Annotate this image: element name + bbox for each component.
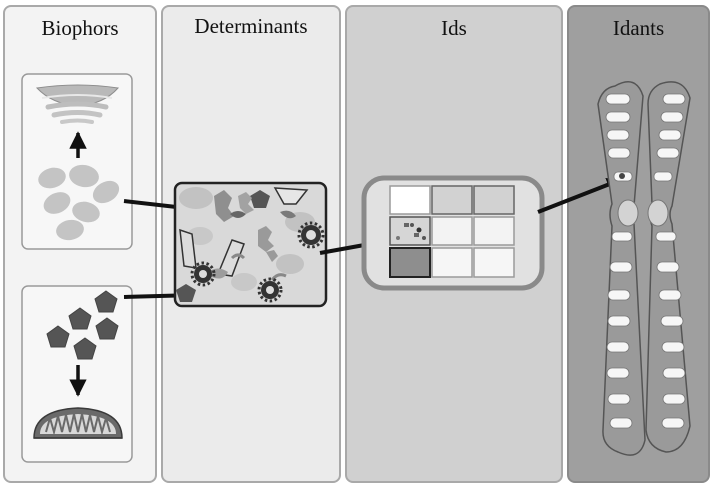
mini-determinants xyxy=(396,223,426,240)
mitochondrion-icon xyxy=(33,407,123,439)
chromosome-icon xyxy=(597,81,691,456)
arrow-ids-to-idants xyxy=(537,178,622,214)
gear-icon xyxy=(257,277,283,303)
column-title-biophors: Biophors xyxy=(41,16,119,40)
pentagon-cluster xyxy=(46,290,119,360)
gear-icon xyxy=(297,221,325,249)
column-title-idants: Idants xyxy=(612,16,665,40)
ids-grid xyxy=(389,185,515,278)
column-title-ids: Ids xyxy=(441,16,467,40)
biophor-blobs xyxy=(38,164,120,241)
column-title-determinants: Determinants xyxy=(194,14,308,38)
gear-icon xyxy=(190,261,216,287)
determinant-shapes xyxy=(176,187,315,302)
golgi-icon xyxy=(35,84,119,124)
